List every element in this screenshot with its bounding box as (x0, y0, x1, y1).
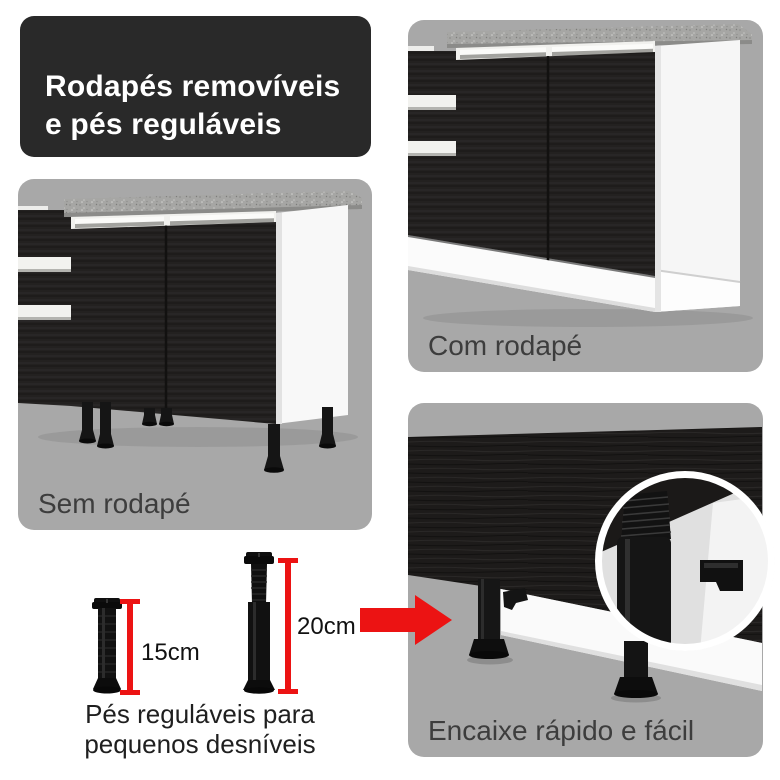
side-panel-shading (655, 45, 661, 312)
feet-caption-line-1: Pés reguláveis para (85, 699, 315, 729)
plinth-seam (654, 269, 741, 283)
magnified-view (600, 476, 770, 646)
top-rail-handles (71, 211, 276, 231)
magnifier-detail-circle (595, 471, 775, 651)
caption-com-rodape: Com rodapé (428, 330, 583, 361)
cabinet-side-panel (655, 40, 740, 312)
measure-line-20cm (278, 558, 298, 694)
plinth-front (408, 237, 655, 312)
feet-caption-line-2: pequenos desníveis (84, 729, 316, 759)
side-panel-shading (276, 212, 282, 424)
top-rail-handles (456, 41, 655, 62)
cabinet-side-panel (276, 205, 348, 424)
height-label-15cm: 15cm (141, 639, 200, 666)
panel-without-plinth: Sem rodapé (18, 179, 372, 530)
cabinet-legs (79, 402, 336, 473)
neighbor-drawer-unit (18, 206, 71, 406)
plinth-bottom-edge (408, 266, 655, 312)
fixing-clip (503, 588, 528, 610)
measure-line-15cm (120, 599, 140, 695)
caption-sem-rodape: Sem rodapé (38, 488, 191, 519)
title-banner: Rodapés removíveis e pés reguláveis (20, 16, 371, 157)
cabinet-doors (456, 52, 655, 276)
magnified-threaded-foot (617, 491, 672, 646)
front-left-foot (469, 579, 509, 659)
feet-caption: Pés reguláveis para pequenos desníveis (40, 699, 360, 759)
floor-shadow (423, 309, 753, 327)
panel-with-plinth: Com rodapé (408, 20, 763, 372)
caption-encaixe: Encaixe rápido e fácil (428, 715, 695, 746)
height-label-20cm: 20cm (297, 613, 356, 640)
plinth-side (655, 270, 740, 312)
cabinet-without-plinth-graphic (18, 191, 362, 473)
plinth-front (501, 589, 762, 691)
cabinet-doors (71, 222, 276, 424)
magnified-clip-highlight (704, 563, 738, 568)
adjustable-foot-short (92, 598, 122, 694)
title-line-2: e pés reguláveis (45, 108, 282, 141)
cabinet-with-plinth-graphic (408, 24, 753, 327)
arrow-right-icon (360, 595, 452, 645)
magnifier-ring (595, 471, 775, 651)
title-line-1: Rodapés removíveis (45, 70, 341, 103)
countertop-edge (64, 205, 362, 217)
neighbor-drawer-unit (408, 46, 456, 243)
adjustable-foot-tall (243, 552, 275, 694)
center-foot (614, 641, 658, 698)
